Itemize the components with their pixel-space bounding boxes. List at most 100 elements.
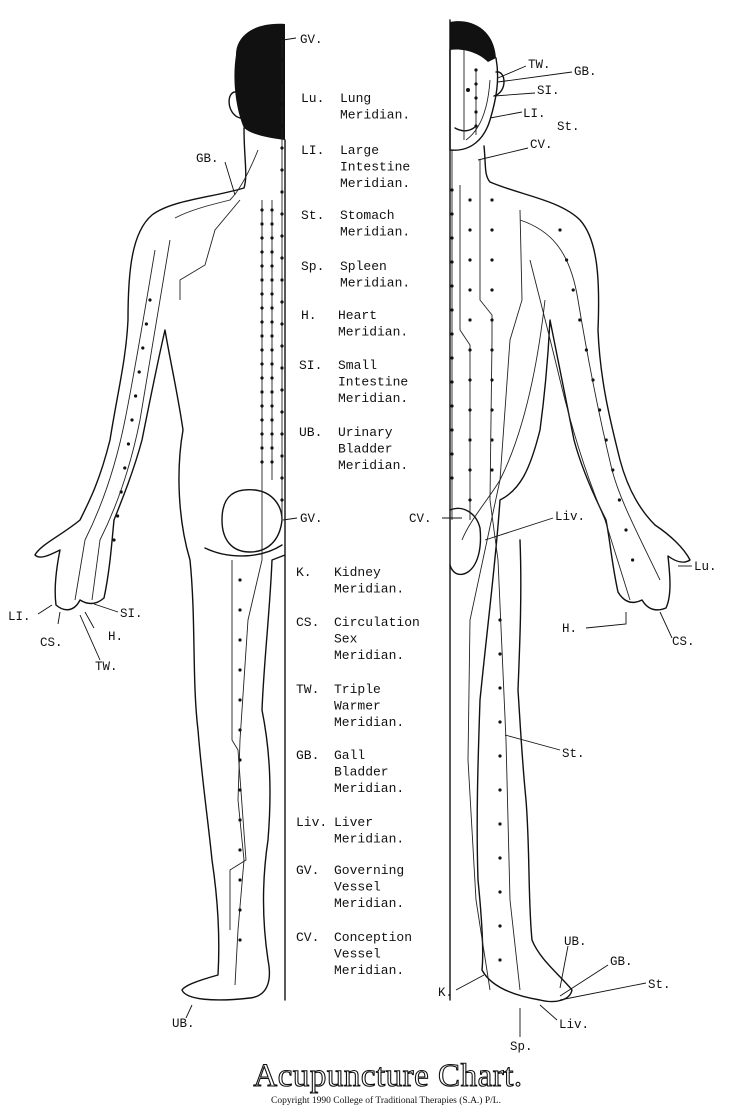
- acupoint-dot: [270, 446, 274, 450]
- legend-meridian-name: Meridian.: [334, 648, 404, 663]
- acupoint-dot: [270, 362, 274, 366]
- acupoint-dot: [498, 958, 502, 962]
- back-buttock: [221, 488, 283, 553]
- front-label-tw-head: TW.: [528, 58, 551, 72]
- acupoint-dot: [270, 208, 274, 212]
- front-k-line: [459, 185, 471, 520]
- acupoint-dot: [468, 318, 472, 322]
- acupoint-dot: [270, 320, 274, 324]
- legend-meridian-name: Vessel: [334, 947, 381, 962]
- front-label-gb-head: GB.: [574, 65, 597, 79]
- back-leg-line: [229, 560, 247, 930]
- back-view-figure: [34, 23, 286, 1001]
- legend-abbr: GV.: [296, 863, 319, 878]
- acupoint-dot: [270, 348, 274, 352]
- back-label-gv-sacrum: GV.: [300, 512, 323, 526]
- acupoint-dot: [498, 618, 502, 622]
- acupoint-dot: [450, 356, 454, 360]
- acupoint-dot: [260, 236, 264, 240]
- legend-abbr: K.: [296, 565, 312, 580]
- front-label-li-face: LI.: [523, 107, 546, 121]
- acupoint-dot: [468, 468, 472, 472]
- acupoint-dot: [260, 390, 264, 394]
- front-view-figure: [449, 19, 691, 1003]
- acupoint-dot: [270, 236, 274, 240]
- acupoint-dot: [270, 278, 274, 282]
- acupoint-dot: [604, 438, 608, 442]
- acupoint-dot: [260, 292, 264, 296]
- acupoint-dot: [280, 366, 284, 370]
- legend-meridian-name: Meridian.: [338, 391, 408, 406]
- acupoint-dot: [468, 498, 472, 502]
- acupoint-dot: [450, 236, 454, 240]
- front-label-h-hand: H.: [562, 622, 577, 636]
- acupoint-dot: [468, 228, 472, 232]
- acupoint-dot: [280, 190, 284, 194]
- acupoint-dot: [490, 378, 494, 382]
- acupoint-dot: [280, 300, 284, 304]
- acupoint-dot: [450, 284, 454, 288]
- copyright-notice: Copyright 1990 College of Traditional Th…: [271, 1095, 501, 1106]
- legend-meridian-name: Triple: [334, 682, 381, 697]
- acupoint-dot: [280, 212, 284, 216]
- legend-abbr: GB.: [296, 748, 319, 763]
- acupoint-dot: [238, 938, 242, 942]
- acupoint-dot: [498, 720, 502, 724]
- legend-meridian-name: Stomach: [340, 208, 395, 223]
- acupoint-dot: [280, 256, 284, 260]
- acupoint-dot: [270, 432, 274, 436]
- acupoint-dot: [565, 258, 569, 262]
- front-acupoints: [450, 68, 635, 962]
- acupoint-dot: [270, 404, 274, 408]
- acupoint-dot: [450, 308, 454, 312]
- back-label-gv-head: GV.: [300, 33, 323, 47]
- acupoint-dot: [631, 558, 635, 562]
- acupoint-dot: [116, 514, 120, 518]
- acupoint-dot: [490, 318, 494, 322]
- back-acupoints: [112, 58, 284, 942]
- legend-meridian-name: Small: [338, 358, 377, 373]
- legend-abbr: LI.: [301, 143, 324, 158]
- front-face: [449, 49, 499, 151]
- acupoint-dot: [468, 198, 472, 202]
- back-ub-line-1: [234, 200, 263, 986]
- back-label-si-hand: SI.: [120, 607, 143, 621]
- acupoint-dot: [474, 124, 478, 128]
- acupoint-dot: [280, 102, 284, 106]
- acupoint-dot: [468, 348, 472, 352]
- acupoint-dot: [260, 250, 264, 254]
- back-label-h-hand: H.: [108, 630, 123, 644]
- acupoint-dot: [148, 298, 152, 302]
- acupoint-dot: [270, 334, 274, 338]
- front-arm-line-2: [529, 259, 631, 601]
- acupoint-dot: [474, 96, 478, 100]
- front-pelvis-detail: [449, 507, 482, 576]
- acupoint-dot: [468, 408, 472, 412]
- front-label-st-face: St.: [557, 120, 580, 134]
- legend-abbr: Lu.: [301, 91, 324, 106]
- acupoint-dot: [591, 378, 595, 382]
- legend-meridian-name: Conception: [334, 930, 412, 945]
- acupoint-dot: [280, 498, 284, 502]
- acupoint-dot: [270, 460, 274, 464]
- acupoint-dot: [260, 278, 264, 282]
- acupoint-dot: [280, 278, 284, 282]
- acupoint-dot: [490, 288, 494, 292]
- acupoint-dot: [280, 410, 284, 414]
- front-hair: [450, 21, 496, 62]
- acupoint-dot: [280, 344, 284, 348]
- legend-meridian-name: Meridian.: [334, 832, 404, 847]
- acupoint-dot: [141, 346, 145, 350]
- acupoint-dot: [611, 468, 615, 472]
- acupoint-dot: [280, 388, 284, 392]
- acupoint-dot: [490, 468, 494, 472]
- back-gb-line: [174, 149, 259, 219]
- legend-meridian-name: Liver: [334, 815, 373, 830]
- acupoint-dot: [134, 394, 138, 398]
- front-label-liv-foot: Liv.: [559, 1018, 589, 1032]
- legend-meridian-name: Circulation: [334, 615, 420, 630]
- acupoint-dot: [498, 822, 502, 826]
- legend-meridian-name: Bladder: [338, 442, 393, 457]
- legend-abbr: Liv.: [296, 815, 327, 830]
- acupoint-dot: [130, 418, 134, 422]
